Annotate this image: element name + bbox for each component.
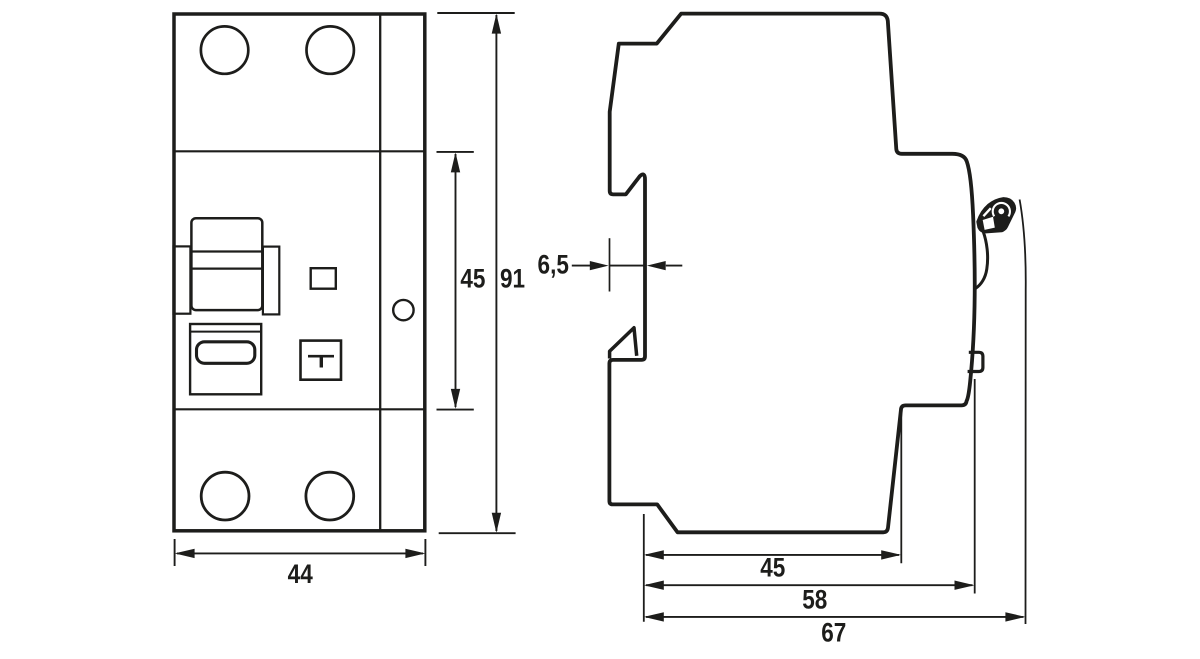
svg-text:6,5: 6,5: [538, 251, 569, 280]
svg-text:91: 91: [500, 265, 525, 294]
svg-text:44: 44: [288, 560, 313, 589]
svg-text:45: 45: [460, 265, 485, 294]
svg-text:45: 45: [760, 554, 785, 583]
svg-text:67: 67: [821, 619, 846, 648]
svg-text:58: 58: [802, 586, 827, 615]
